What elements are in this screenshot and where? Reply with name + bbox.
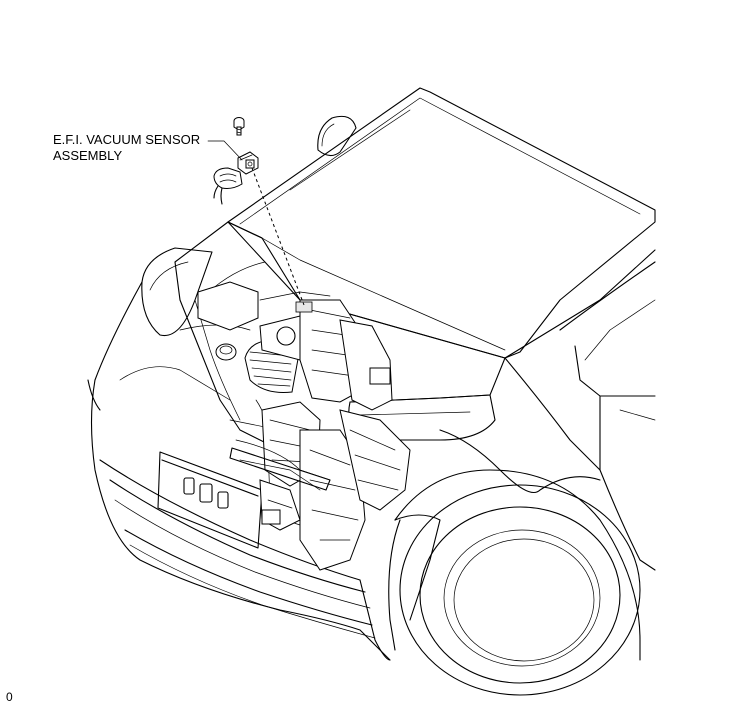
license-plate-area <box>157 451 263 549</box>
bolt-icon <box>233 117 245 136</box>
callout-leader-line <box>207 140 243 161</box>
front-fender <box>394 429 641 661</box>
vacuum-sensor-callout-label: E.F.I. VACUUM SENSOR ASSEMBLY <box>53 132 200 164</box>
installation-guide-line <box>251 167 305 306</box>
vacuum-sensor-exploded <box>213 117 259 205</box>
figure-code: 0 <box>6 690 13 704</box>
callout-line-2: ASSEMBLY <box>53 148 123 163</box>
callout-line-1: E.F.I. VACUUM SENSOR <box>53 132 201 147</box>
engine-components <box>197 281 411 571</box>
sensor-connector-icon <box>213 167 243 205</box>
front-wheel <box>399 484 641 696</box>
windshield-and-roof <box>504 249 656 397</box>
side-body <box>504 357 656 571</box>
vacuum-sensor-icon <box>237 151 259 175</box>
side-mirror <box>317 115 357 157</box>
